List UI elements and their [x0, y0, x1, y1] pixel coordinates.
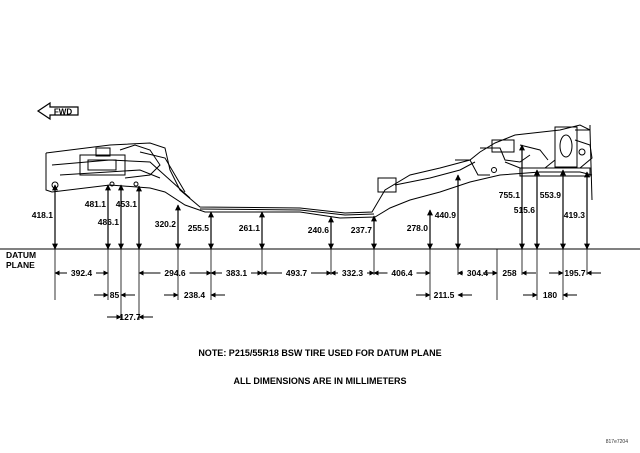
- height-dimensions: 418.1 481.1 486.1 453.1 320.2 255.5 261.1 240.6…: [32, 144, 590, 250]
- spacing-label: 85: [110, 290, 120, 300]
- spacing-row2-dimension: 85: [94, 290, 135, 300]
- height-dimension-label: 278.0: [407, 223, 429, 233]
- spacing-label: 211.5: [434, 290, 455, 300]
- spacing-label: 195.7: [564, 268, 586, 278]
- datum-note: NOTE: P215/55R18 BSW TIRE USED FOR DATUM…: [198, 348, 442, 358]
- spacing-label: 383.1: [226, 268, 248, 278]
- figure-code: 817e7204: [605, 439, 628, 445]
- spacing-label: 304.4: [467, 268, 489, 278]
- datum-plane-label: DATUM PLANE: [6, 250, 36, 270]
- height-dimension: 481.1: [85, 184, 111, 250]
- spacing-label: 238.4: [184, 290, 206, 300]
- spacing-label: 332.3: [342, 268, 364, 278]
- spacing-row2-dimension: 180: [523, 290, 577, 300]
- height-dimension-label: 418.1: [32, 210, 54, 220]
- spacing-label: 294.6: [164, 268, 186, 278]
- datum-label-line1: DATUM: [6, 250, 37, 260]
- datum-label-line2: PLANE: [6, 260, 35, 270]
- height-dimension-label: 255.5: [188, 223, 210, 233]
- spacing-row1-dimension: 406.4: [373, 268, 431, 278]
- height-dimension-label: 261.1: [239, 223, 261, 233]
- height-dimension: 515.6: [514, 169, 540, 250]
- height-dimension-label: 515.6: [514, 205, 536, 215]
- spacing-row3-dimension: 127.7: [107, 312, 153, 322]
- spacing-row1-dimension: 493.7: [261, 268, 332, 278]
- height-dimension-label: 553.9: [540, 190, 562, 200]
- spacing-row1-dimension: 383.1: [210, 268, 263, 278]
- height-dimension: 278.0: [407, 209, 433, 250]
- height-dimension: 453.1: [116, 185, 142, 250]
- height-dimension: 261.1: [239, 211, 265, 250]
- height-dimension: 419.3: [564, 171, 590, 250]
- height-dimension-label: 440.9: [435, 210, 457, 220]
- height-dimension-label: 755.1: [499, 190, 521, 200]
- spacing-row2-dimension: 238.4: [164, 290, 225, 300]
- forward-label: FWD: [54, 108, 72, 117]
- spacing-label: 127.7: [119, 312, 141, 322]
- spacing-label: 392.4: [71, 268, 93, 278]
- spacing-row2-dimension: 211.5: [416, 290, 472, 300]
- spacing-label: 406.4: [391, 268, 413, 278]
- height-dimension-label: 320.2: [155, 219, 177, 229]
- height-dimension: 240.6: [308, 216, 334, 250]
- spacing-row1-dimension: 332.3: [330, 268, 375, 278]
- extension-lines: [54, 249, 588, 320]
- forward-arrow-icon: FWD: [36, 101, 79, 121]
- units-note: ALL DIMENSIONS ARE IN MILLIMETERS: [233, 376, 407, 386]
- spacing-row1-dimension: 195.7: [549, 268, 601, 278]
- spacing-row1-dimension: 392.4: [54, 268, 109, 278]
- height-dimension: 553.9: [540, 169, 566, 250]
- height-dimension-label: 486.1: [98, 217, 120, 227]
- spacing-label: 493.7: [286, 268, 308, 278]
- height-dimension-label: 237.7: [351, 225, 373, 235]
- height-dimension: 320.2: [155, 204, 181, 250]
- height-dimension-label: 453.1: [116, 199, 138, 209]
- height-dimension: 237.7: [351, 215, 377, 250]
- height-dimension: 255.5: [188, 211, 214, 250]
- height-dimension: 486.1: [98, 184, 124, 250]
- height-dimension: 418.1: [32, 184, 58, 250]
- spacing-label: 180: [543, 290, 557, 300]
- spacing-label: 258: [502, 268, 516, 278]
- spacing-dimensions: 392.4 294.6 383.1 493.7 332.3 406.4 304.4 258 19…: [54, 268, 601, 322]
- height-dimension-label: 481.1: [85, 199, 107, 209]
- height-dimension-label: 419.3: [564, 210, 586, 220]
- height-dimension: 440.9: [435, 174, 461, 250]
- spacing-row1-dimension: 294.6: [138, 268, 212, 278]
- height-dimension-label: 240.6: [308, 225, 330, 235]
- height-dimension: 755.1: [499, 144, 525, 250]
- spacing-row1-dimension: 258: [483, 268, 536, 278]
